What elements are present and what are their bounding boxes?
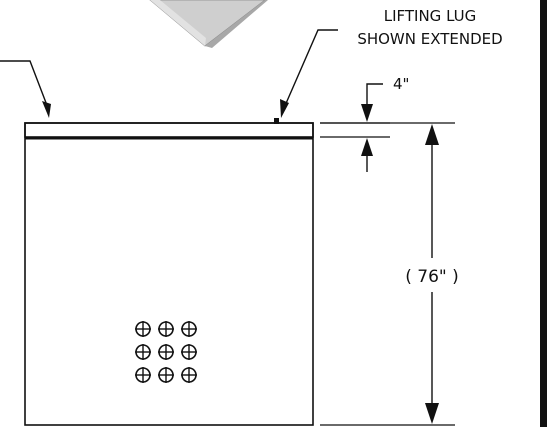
- crosshair-grid: [135, 321, 197, 383]
- lid-dim-arrow-down: [361, 104, 373, 122]
- lifting-lug-leader: [283, 29, 338, 109]
- crosshair-circle-icon: [135, 321, 151, 337]
- left-callout-arrowhead: [42, 101, 51, 118]
- crosshair-circle-icon: [181, 321, 197, 337]
- lifting-lug: [274, 118, 279, 124]
- overall-height-value: ( 76" ): [405, 267, 459, 287]
- lifting-lug-callout: LIFTING LUG SHOWN EXTENDED: [280, 7, 503, 118]
- left-callout-leader: [0, 60, 51, 118]
- crosshair-circle-icon: [158, 321, 174, 337]
- lifting-lug-label-line1: LIFTING LUG: [384, 7, 477, 25]
- crosshair-circle-icon: [135, 367, 151, 383]
- crosshair-circle-icon: [181, 344, 197, 360]
- crosshair-circle-icon: [158, 367, 174, 383]
- lifting-lug-arrowhead: [280, 99, 289, 118]
- crosshair-circle-icon: [158, 344, 174, 360]
- lid-strip: [24, 122, 314, 138]
- lid-dim-arrow-up: [361, 138, 373, 156]
- height-dim-arrow-down: [425, 403, 439, 424]
- overall-height-dimension: ( 76" ): [320, 122, 459, 426]
- isometric-render: [149, 0, 268, 48]
- enclosure-body: [24, 122, 314, 426]
- crosshair-circle-icon: [181, 367, 197, 383]
- height-dim-arrow-up: [425, 124, 439, 145]
- enclosure-front-view: [24, 118, 314, 426]
- lifting-lug-label-line2: SHOWN EXTENDED: [357, 30, 502, 48]
- lid-thickness-value: 4": [393, 75, 409, 93]
- frame-border: [540, 0, 547, 427]
- crosshair-circle-icon: [135, 344, 151, 360]
